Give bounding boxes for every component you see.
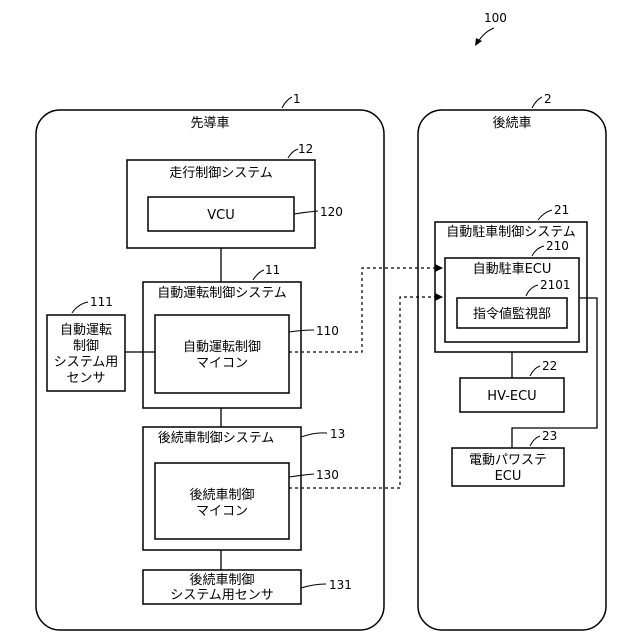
hv-ecu-ref: 22 xyxy=(542,359,557,373)
autonomous-driving-sensor-line1: 自動運転 xyxy=(60,323,112,338)
autonomous-driving-system-ref: 11 xyxy=(265,263,280,277)
autonomous-driving-sensor-ref: 111 xyxy=(90,295,113,309)
travel-control-system-label: 走行制御システム xyxy=(169,166,273,181)
following-vehicle-microcomputer-ref: 130 xyxy=(316,468,339,482)
autonomous-driving-sensor-line4: センサ xyxy=(66,371,105,386)
figure-ref-arrowhead xyxy=(475,38,482,46)
eps-ecu-ref: 23 xyxy=(542,429,557,443)
automatic-parking-ecu-label: 自動駐車ECU xyxy=(473,262,552,277)
following-vehicle-sensor-line1: 後続車制御 xyxy=(189,573,254,588)
following-vehicle-control-system-ref: 13 xyxy=(330,427,345,441)
automatic-parking-system-ref: 21 xyxy=(554,203,569,217)
figure-ref-label: 100 xyxy=(484,11,507,25)
following-vehicle-ref-leader xyxy=(532,97,542,108)
following-vehicle-microcomputer-line1: 後続車制御 xyxy=(189,488,254,503)
autonomous-driving-microcomputer-line1: 自動運転制御 xyxy=(183,340,261,355)
following-vehicle-sensor-ref: 131 xyxy=(329,578,352,592)
following-vehicle-ref: 2 xyxy=(544,92,552,106)
lead-vehicle-ref-leader xyxy=(282,97,292,108)
autonomous-driving-microcomputer-line2: マイコン xyxy=(196,356,248,371)
lead-vehicle-ref: 1 xyxy=(293,92,301,106)
vcu-ref: 120 xyxy=(320,205,343,219)
lead-vehicle: 先導車 1 走行制御システム 12 VCU 120 自動運転制御システム 11 … xyxy=(36,92,384,630)
following-vehicle-microcomputer-line2: マイコン xyxy=(196,504,248,519)
automatic-parking-ecu-ref: 210 xyxy=(546,239,569,253)
travel-control-system-ref: 12 xyxy=(298,142,313,156)
autonomous-driving-system-label: 自動運転制御システム xyxy=(157,286,287,301)
figure-ref-group: 100 xyxy=(475,11,507,46)
vcu-label: VCU xyxy=(207,208,235,223)
following-vehicle: 後続車 2 自動駐車制御システム 21 自動駐車ECU 210 指令値監視部 2… xyxy=(418,92,606,630)
following-vehicle-sensor-line2: システム用センサ xyxy=(170,588,274,603)
eps-ecu-line1: 電動パワステ xyxy=(469,453,547,468)
hv-ecu-label: HV-ECU xyxy=(487,389,536,404)
automatic-parking-system-label: 自動駐車制御システム xyxy=(446,225,576,240)
autonomous-driving-microcomputer-ref: 110 xyxy=(316,324,339,338)
autonomous-driving-sensor-line3: システム用 xyxy=(54,355,119,370)
eps-ecu-line2: ECU xyxy=(495,469,522,484)
command-value-monitor-ref: 2101 xyxy=(540,278,571,292)
following-vehicle-title: 後続車 xyxy=(492,116,531,131)
figure-ref-arrow xyxy=(478,28,494,42)
lead-vehicle-title: 先導車 xyxy=(190,116,229,131)
autonomous-driving-sensor-line2: 制御 xyxy=(73,339,99,354)
command-value-monitor-label: 指令値監視部 xyxy=(473,306,551,322)
following-vehicle-control-system-label: 後続車制御システム xyxy=(158,431,275,446)
